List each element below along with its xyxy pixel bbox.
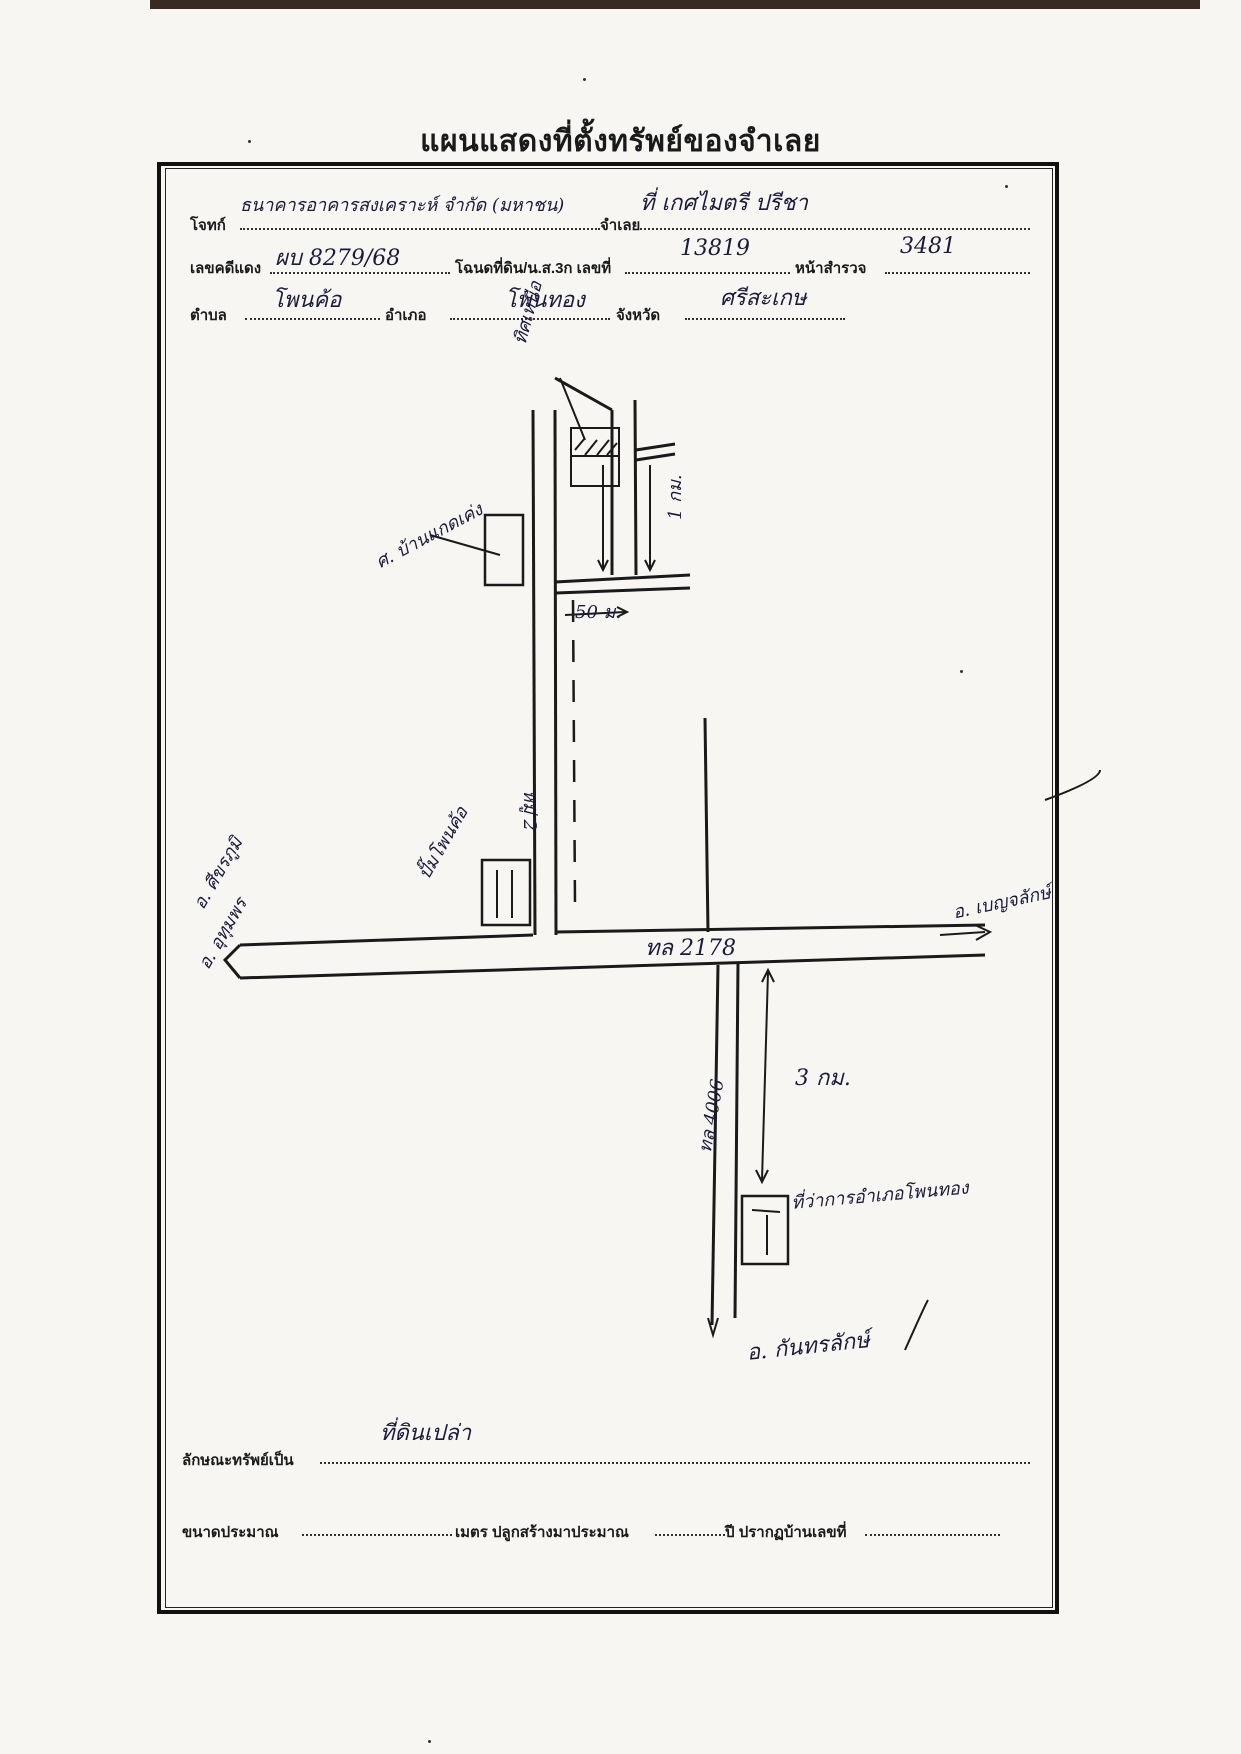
defendant-label: จำเลย <box>600 217 641 234</box>
dimension-3km-line <box>761 971 769 1181</box>
dimension-3km-arrowhead-top <box>761 967 775 983</box>
paper-speck <box>583 78 586 81</box>
built-years-dots <box>655 1534 725 1536</box>
south-road-north-stub <box>703 717 710 933</box>
size-dots <box>302 1534 452 1536</box>
district-label: อำเภอ <box>385 307 427 324</box>
branch-road-right-b <box>633 399 638 576</box>
district-dots <box>450 318 610 320</box>
size-label: ขนาดประมาณ <box>182 1524 279 1541</box>
property-type-dots <box>320 1462 1030 1464</box>
house-pointer <box>429 534 501 556</box>
defendant-dots <box>640 228 1030 230</box>
paper-speck <box>248 140 251 143</box>
dimension-arrowhead-b <box>644 559 656 573</box>
hatch-4 <box>606 442 618 456</box>
province-dots <box>685 318 845 320</box>
paper-speck <box>960 670 963 673</box>
province-value: ศรีสะเกษ <box>720 286 807 311</box>
main-road-upper-west <box>239 933 534 947</box>
deed-label: โฉนดที่ดิน/น.ส.3ก เลขที่ <box>455 260 612 277</box>
hatch-2 <box>584 439 598 456</box>
distance-3km-label: 3 กม. <box>795 1066 851 1091</box>
north-road-left-edge <box>531 409 537 936</box>
cross-road-upper <box>554 573 691 584</box>
dashed-route <box>571 599 577 906</box>
survey-value: 3481 <box>900 234 956 259</box>
east-label-curve <box>1044 769 1101 801</box>
document-frame <box>157 162 1059 1614</box>
page-title: แผนแสดงที่ตั้งทรัพย์ของจำเลย <box>420 125 821 158</box>
property-type-value: ที่ดินเปล่า <box>380 1421 472 1446</box>
top-edge-bar <box>150 0 1200 9</box>
defendant-value: ที่ เกศไมตรี ปรีชา <box>640 191 809 216</box>
property-type-label: ลักษณะทรัพย์เป็น <box>182 1452 294 1469</box>
dimension-50m-arrowhead <box>616 606 630 618</box>
subdistrict-value: โพนค้อ <box>272 288 342 313</box>
north-road-right-edge <box>553 409 558 936</box>
survey-dots <box>885 272 1030 274</box>
hatch-1 <box>574 437 586 451</box>
distance-1km-label: 1 กม. <box>665 474 686 520</box>
main-road-lower <box>239 953 986 980</box>
house-building <box>483 513 525 587</box>
deed-value: 13819 <box>680 236 750 261</box>
document-inner-frame <box>165 168 1053 1608</box>
south-road-left-edge <box>710 964 720 1326</box>
main-road-upper-east <box>555 923 986 934</box>
province-label: จังหวัด <box>616 307 661 324</box>
plaintiff-label: โจทก์ <box>190 217 226 234</box>
south-label-curve <box>904 1299 929 1351</box>
east-arrowhead <box>974 924 993 941</box>
south-arrowhead <box>707 1317 719 1339</box>
meter-built-label: เมตร ปลูกสร้างมาประมาณ <box>455 1524 629 1541</box>
plaintiff-value: ธนาคารอาคารสงเคราะห์ จำกัด (มหาชน) <box>240 195 565 216</box>
red-case-value: ผบ 8279/68 <box>275 246 401 271</box>
dimension-50m-line <box>564 611 626 616</box>
year-house-number-label: ปี ปรากฏบ้านเลขที่ <box>725 1524 847 1541</box>
distance-50m-label: 50 ม. <box>575 602 622 623</box>
side-road-east-b <box>635 452 676 462</box>
survey-label: หน้าสำรวจ <box>795 260 867 277</box>
dimension-3km-arrowhead-bottom <box>755 1169 769 1185</box>
cross-road-lower <box>555 586 691 595</box>
south-road-right-edge <box>733 961 740 1319</box>
paper-speck <box>1005 185 1008 188</box>
district-value: โพนทอง <box>505 288 585 313</box>
red-case-label: เลขคดีแดง <box>190 260 262 277</box>
paper-speck <box>428 1740 431 1743</box>
side-road-east-a <box>635 442 676 452</box>
subdistrict-dots <box>245 318 380 320</box>
hatch-3 <box>596 439 610 456</box>
office-mark-a <box>751 1209 781 1213</box>
east-arrow-line <box>939 931 986 936</box>
main-road-label: ทล 2178 <box>645 936 736 961</box>
deed-dots <box>625 272 790 274</box>
house-number-dots <box>865 1534 1000 1536</box>
road-pole-label: หมู่ 2 <box>519 790 540 831</box>
subdistrict-label: ตำบล <box>190 307 227 324</box>
branch-road-top <box>554 376 613 412</box>
west-arrowhead <box>222 943 242 979</box>
plaintiff-dots <box>240 228 600 230</box>
red-case-dots <box>270 272 450 274</box>
north-pointer <box>559 377 586 441</box>
dimension-arrowhead-a <box>597 559 609 573</box>
district-office-building <box>740 1194 790 1266</box>
pump-building <box>480 858 532 927</box>
